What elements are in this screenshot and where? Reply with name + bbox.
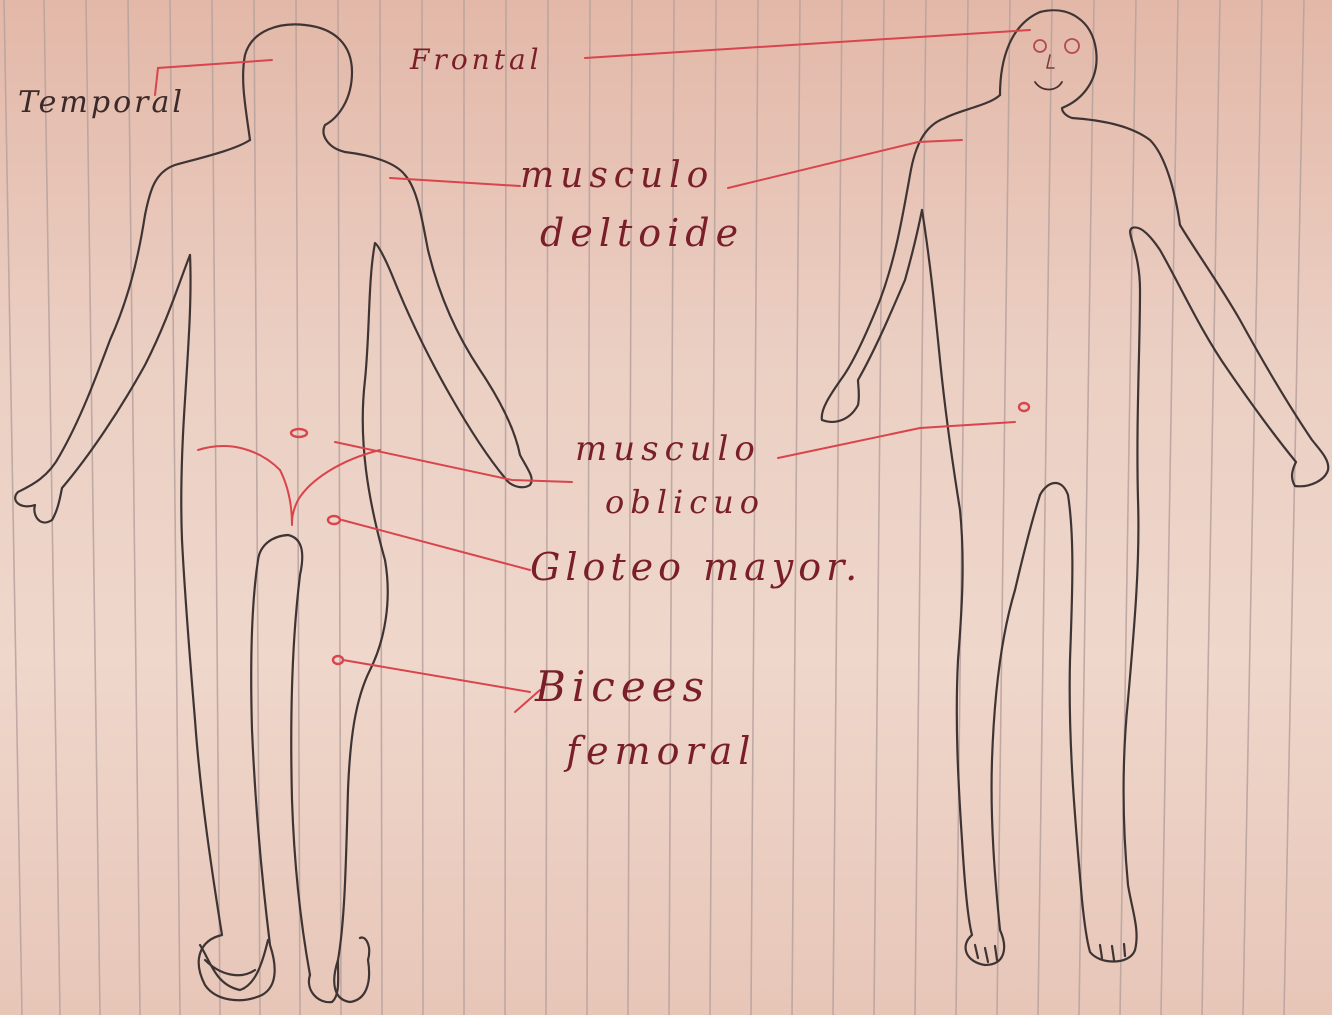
label-temporal: Temporal [18,88,185,118]
back-oblique-dot [291,429,307,437]
label-frontal: Frontal [410,46,543,74]
back-gluteal-curves [198,446,380,525]
front-left-foot-toes [975,945,997,962]
front-eye-left [1034,40,1046,52]
back-left-torso-outline [181,255,274,1000]
biceps-leader [343,660,540,712]
label-deltoid-line2: deltoide [540,214,744,252]
oblique-leader-back [335,442,572,482]
front-mouth [1035,82,1062,90]
oblique-leader-front [778,422,1015,458]
front-oblique-dot [1019,403,1029,411]
front-inner-right-leg [1040,225,1328,962]
deltoid-leader-front [728,140,962,188]
back-right-arm-inner [334,243,505,1002]
front-eye-right [1065,39,1079,53]
back-right-side-outline [405,175,532,487]
frontal-leader [585,30,1030,58]
front-head-outline [1000,10,1180,225]
gluteus-leader [342,520,530,570]
label-biceps-line2: femoral [566,732,756,770]
back-left-foot-scribble [200,940,268,990]
front-left-torso-outline [922,210,1040,965]
label-biceps-line1: Bicees [535,666,710,708]
label-deltoid-line1: musculo [520,158,714,194]
label-oblique-line2: oblicuo [605,486,765,518]
label-gluteus: Gloteo mayor. [530,548,862,586]
gluteus-dot [328,516,340,524]
label-oblique-line1: musculo [575,432,761,466]
red-annotations [155,30,1030,712]
biceps-dot [333,656,343,664]
